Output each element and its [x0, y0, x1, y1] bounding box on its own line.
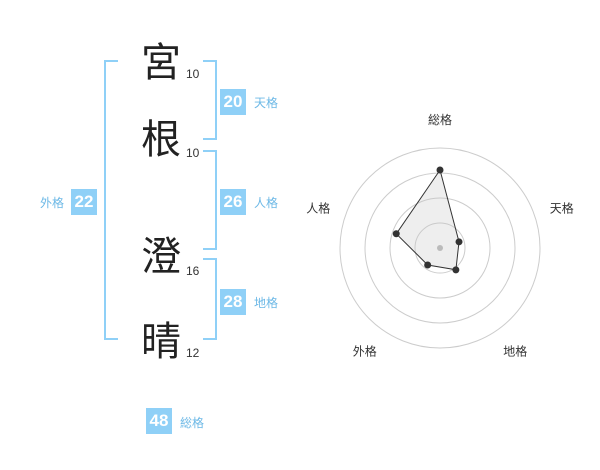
radar-axis-label: 総格 [428, 112, 452, 127]
radar-axis-label: 天格 [550, 200, 574, 215]
chikaku-badge: 28 [220, 289, 246, 315]
stroke-count-1: 10 [186, 67, 200, 81]
name-char-2: 根 [141, 117, 181, 163]
radar-center-dot [437, 245, 443, 251]
stroke-count-4: 12 [186, 346, 200, 360]
name-char-3: 澄 [141, 234, 181, 280]
chikaku-label: 地格 [254, 296, 279, 310]
tenkaku-label: 天格 [254, 96, 279, 110]
stroke-count-3: 16 [186, 264, 200, 278]
name-char-4: 晴 [141, 319, 181, 365]
tenkaku-badge: 20 [220, 89, 246, 115]
radar-point [424, 261, 432, 269]
jinkaku-bracket [203, 150, 217, 250]
gaikaku-badge: 22 [71, 189, 97, 215]
gaikaku-bracket [104, 60, 118, 340]
radar-ring [389, 197, 491, 299]
radar-axis-label: 地格 [503, 344, 527, 359]
radar-point [452, 266, 460, 274]
radar-axis-label: 人格 [306, 200, 330, 215]
radar-point [455, 238, 463, 246]
radar-polygon [395, 168, 460, 271]
radar-point [392, 230, 400, 238]
radar-ring [339, 147, 541, 349]
stroke-count-2: 10 [186, 146, 200, 160]
soukaku-label: 総格 [180, 416, 205, 430]
jinkaku-label: 人格 [254, 196, 279, 210]
radar-ring [414, 222, 466, 274]
jinkaku-badge: 26 [220, 189, 246, 215]
tenkaku-bracket [203, 60, 217, 140]
gaikaku-label: 外格 [40, 196, 65, 210]
chikaku-bracket [203, 258, 217, 340]
radar-axis-label: 外格 [353, 344, 377, 359]
soukaku-badge: 48 [146, 408, 172, 434]
radar-point [436, 166, 444, 174]
name-char-1: 宮 [141, 40, 181, 86]
